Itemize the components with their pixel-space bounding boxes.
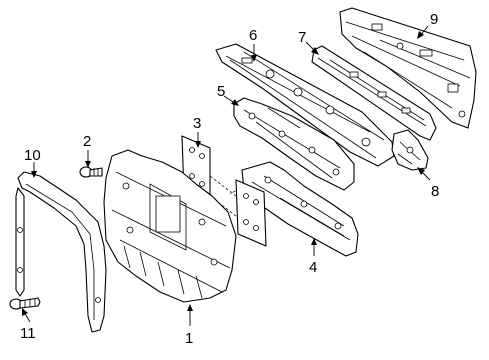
callout-3: 3	[193, 115, 201, 132]
callout-10: 10	[24, 147, 41, 164]
part-6-top-cross-member	[215, 43, 395, 167]
part-4-lower-bracket	[229, 161, 359, 257]
callout-6: 6	[249, 27, 257, 44]
part-11-screw	[9, 297, 41, 310]
part-7-upper-rail	[311, 45, 437, 141]
callout-5: 5	[217, 83, 225, 100]
callout-labels: 1 2 3 4 5 6 7 8 9 10 11	[20, 11, 439, 347]
part-9-upper-rear-panel	[339, 7, 477, 129]
callout-7: 7	[298, 29, 306, 46]
callout-11: 11	[20, 325, 36, 342]
callout-2: 2	[83, 133, 91, 150]
callout-4: 4	[309, 259, 317, 276]
callout-1: 1	[185, 330, 193, 347]
part-10-window-frame	[15, 171, 107, 333]
part-1-rear-bulkhead-panel	[103, 149, 237, 303]
part-8-small-bracket	[391, 129, 429, 171]
leader-lines	[22, 25, 431, 326]
part-5-bracket-panel	[233, 97, 355, 191]
callout-9: 9	[430, 11, 438, 28]
part-2-bolt	[79, 166, 103, 178]
callout-8: 8	[431, 183, 439, 200]
